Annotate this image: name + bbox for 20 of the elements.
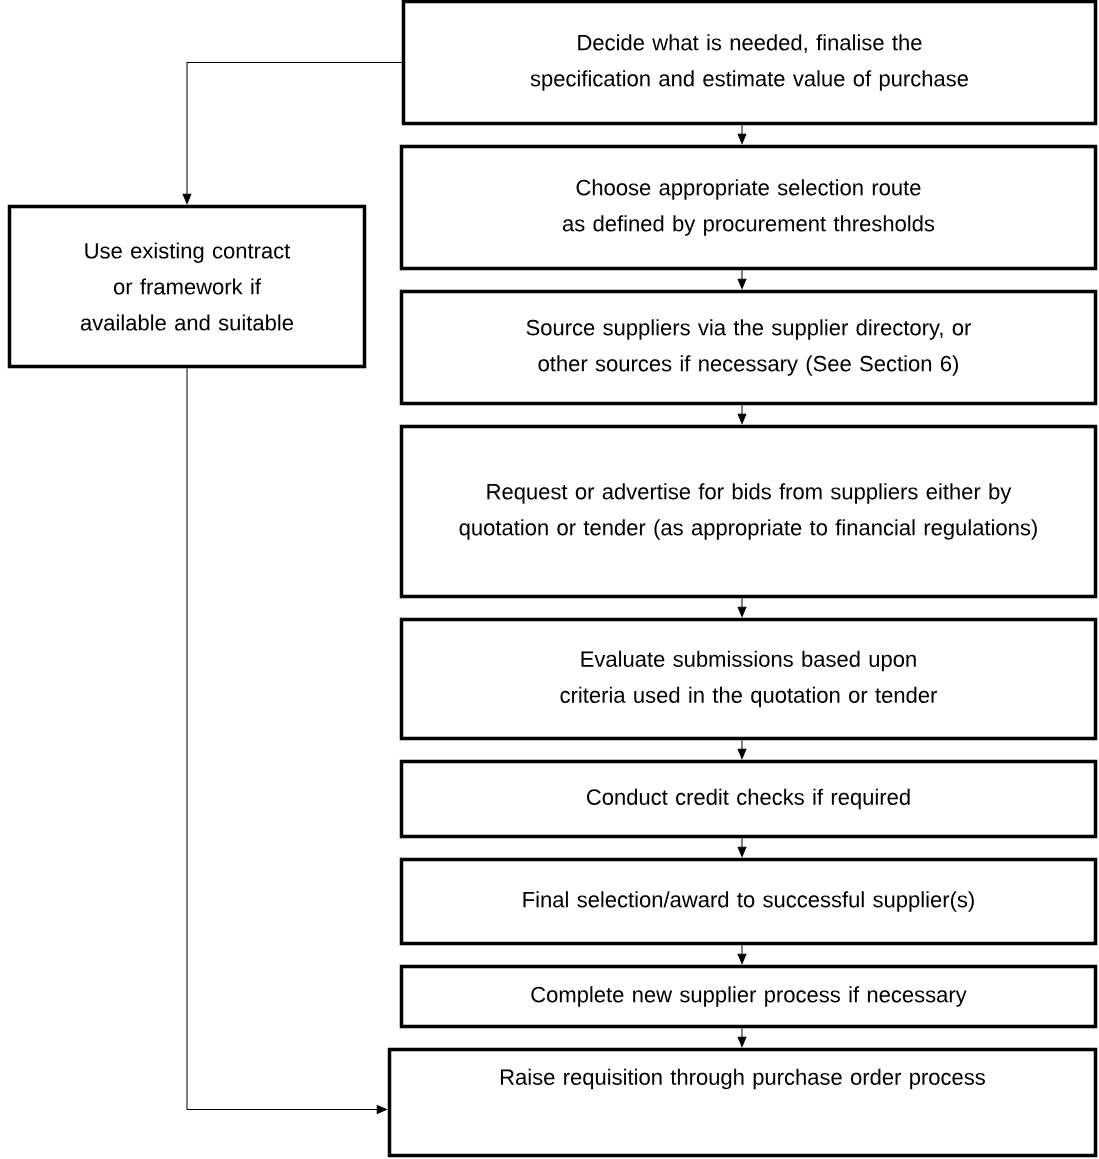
arrow xyxy=(737,739,747,759)
arrow xyxy=(737,1027,747,1047)
process-box: Final selection/award to successful supplier(s) xyxy=(399,857,1098,946)
arrow xyxy=(737,944,747,964)
arrow xyxy=(737,269,747,289)
process-box: Source suppliers via the supplier directory, or other sources if necessary (See Section 6) xyxy=(399,289,1098,406)
arrow xyxy=(737,837,747,857)
arrow xyxy=(186,367,387,1114)
arrow xyxy=(737,597,747,617)
arrow xyxy=(737,404,747,424)
process-box: Evaluate submissions based upon criteria used in the quotation or tender xyxy=(399,617,1098,741)
process-box: Choose appropriate selection route as defined by procurement thresholds xyxy=(399,144,1098,271)
process-box: Complete new supplier process if necessary xyxy=(399,964,1098,1029)
arrow xyxy=(737,124,747,144)
process-box: Decide what is needed, finalise the specification and estimate value of purchase xyxy=(401,0,1098,126)
process-box: Use existing contract or framework if available and suitable xyxy=(7,204,367,369)
process-box: Conduct credit checks if required xyxy=(399,759,1098,839)
process-box: Request or advertise for bids from suppliers either by quotation or tender (as appropriate to financial regulations) xyxy=(399,424,1098,599)
arrow xyxy=(182,62,403,204)
process-box: Raise requisition through purchase order process xyxy=(387,1047,1098,1158)
